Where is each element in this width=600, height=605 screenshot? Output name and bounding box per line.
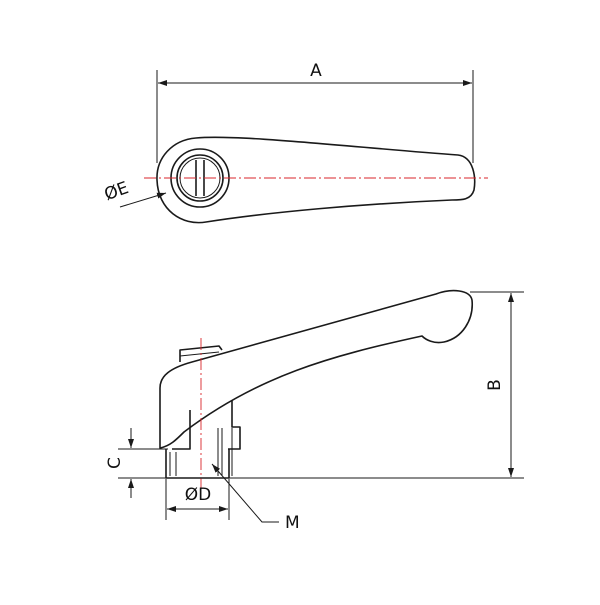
hub-cap-line <box>179 351 220 357</box>
hub-body-left <box>172 410 191 450</box>
dimension-d-label: ØD <box>185 485 211 505</box>
hub-inner-circle <box>176 154 224 202</box>
top-view: A ØE <box>102 61 488 224</box>
dimension-m-label: M <box>285 513 300 533</box>
lever-top-outline <box>156 136 476 224</box>
dimension-c-label: C <box>105 457 125 469</box>
dimension-m-leader <box>211 463 279 523</box>
dimension-a-label: A <box>310 61 322 81</box>
dimension-b-label: B <box>485 379 505 391</box>
dimension-e-leader <box>119 192 167 208</box>
lever-side-outline <box>159 289 473 449</box>
boss-outline <box>165 449 230 479</box>
hub-body-right <box>228 400 241 450</box>
dimension-e-label: ØE <box>102 178 132 205</box>
side-view: B C ØD M <box>105 289 524 533</box>
